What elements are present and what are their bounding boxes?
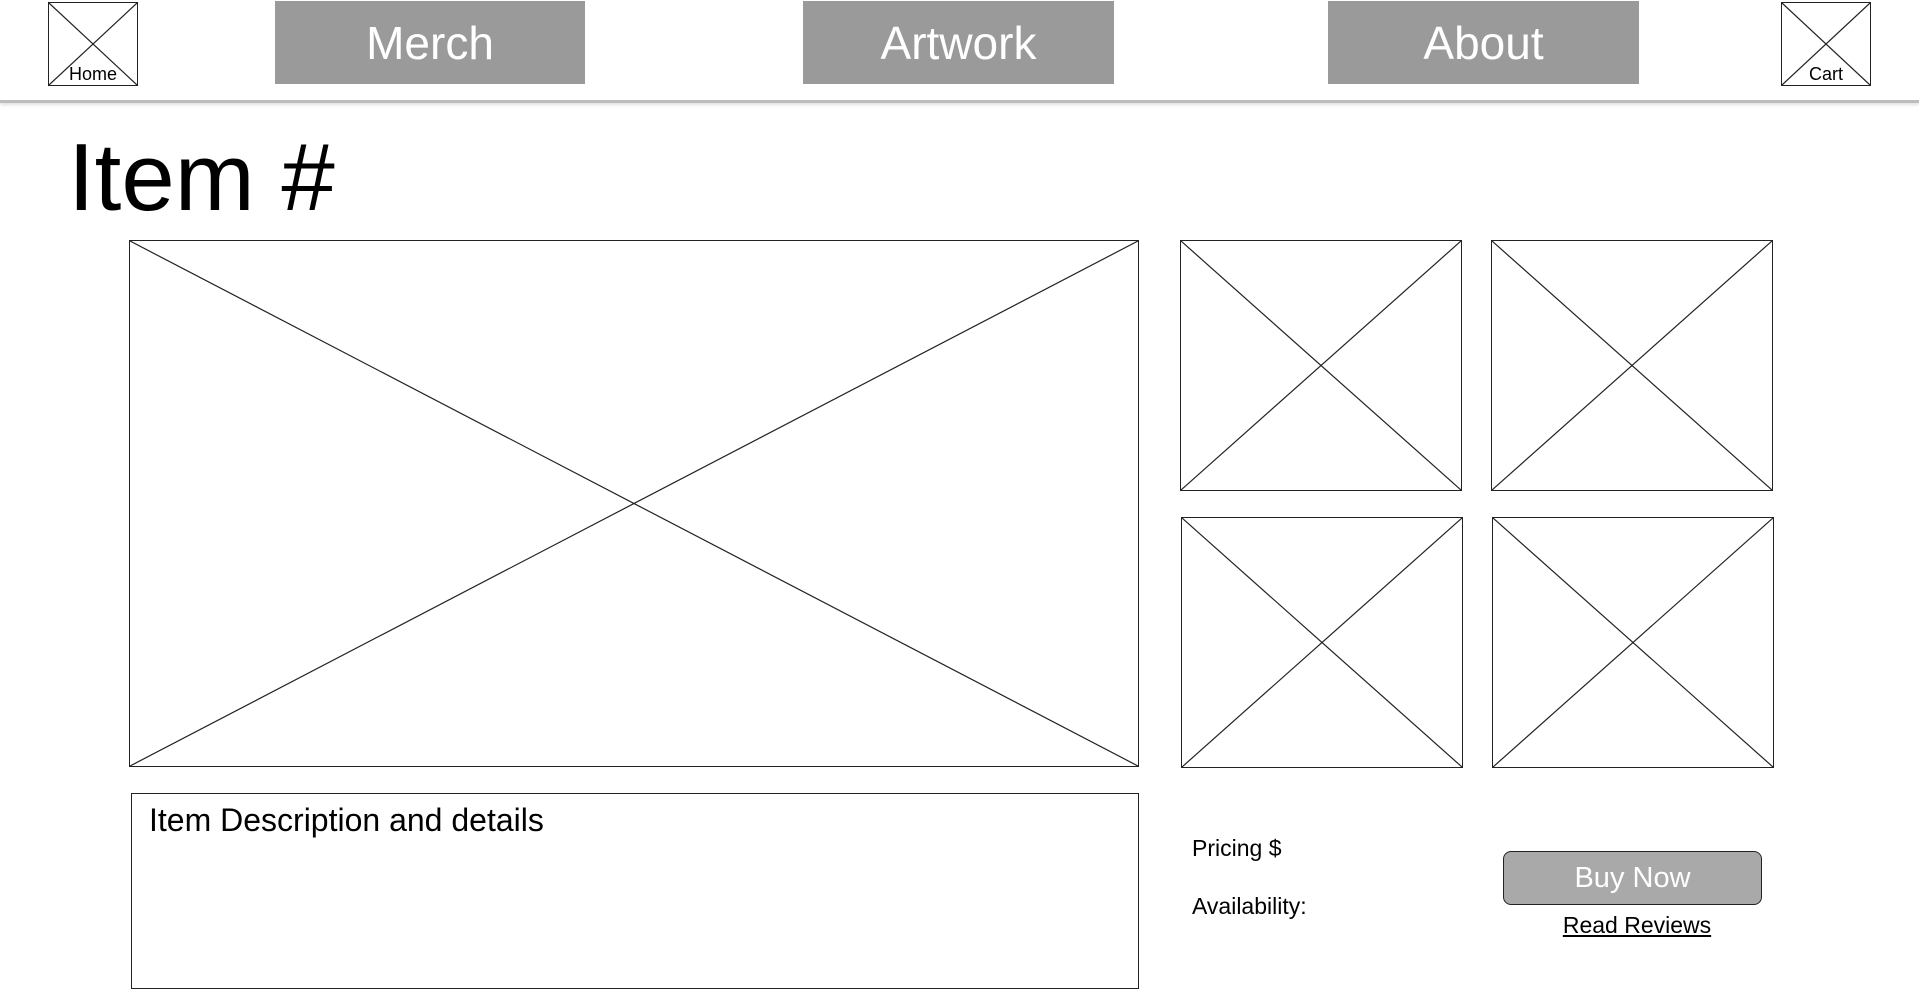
nav-artwork-button[interactable]: Artwork — [803, 1, 1114, 84]
placeholder-cross-icon — [49, 3, 137, 85]
image-placeholder-icon — [1182, 518, 1462, 767]
top-nav-bar: Home Merch Artwork About Cart — [0, 0, 1919, 103]
image-placeholder-icon — [1181, 241, 1461, 490]
image-placeholder-icon — [1492, 241, 1772, 490]
page-title: Item # — [68, 124, 335, 231]
nav-about-button[interactable]: About — [1328, 1, 1639, 84]
image-placeholder-icon — [130, 241, 1138, 766]
item-description-text: Item Description and details — [149, 802, 544, 838]
thumbnail-image-1[interactable] — [1180, 240, 1462, 491]
cart-icon[interactable]: Cart — [1781, 2, 1871, 86]
home-label: Home — [68, 64, 117, 84]
home-icon[interactable]: Home — [48, 2, 138, 86]
buy-now-button[interactable]: Buy Now — [1503, 851, 1762, 905]
cart-label: Cart — [1808, 64, 1843, 84]
pricing-label: Pricing $ — [1192, 835, 1282, 861]
nav-merch-button[interactable]: Merch — [275, 1, 585, 84]
placeholder-cross-icon — [1782, 3, 1870, 85]
availability-label: Availability: — [1192, 893, 1307, 919]
thumbnail-image-2[interactable] — [1491, 240, 1773, 491]
image-placeholder-icon — [1493, 518, 1773, 767]
main-product-image[interactable] — [129, 240, 1139, 767]
read-reviews-link[interactable]: Read Reviews — [1562, 912, 1712, 938]
thumbnail-image-4[interactable] — [1492, 517, 1774, 768]
item-description-box: Item Description and details — [131, 793, 1139, 989]
thumbnail-image-3[interactable] — [1181, 517, 1463, 768]
